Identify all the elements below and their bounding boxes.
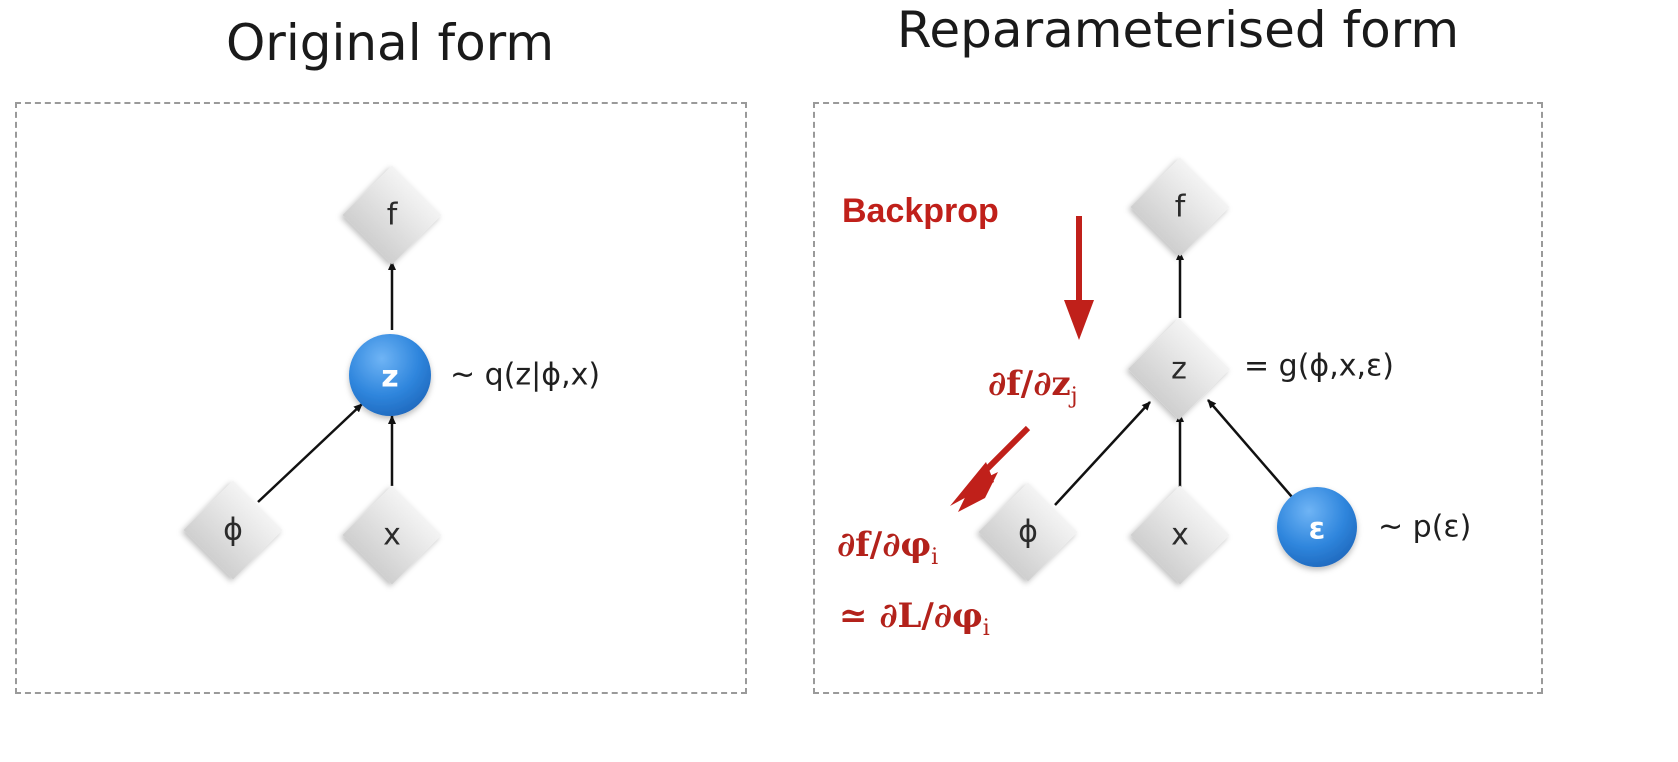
node-x-right-label: x xyxy=(1171,518,1189,553)
gradient-f-wrt-z-sub: j xyxy=(1068,384,1078,409)
edge-eps-to-z-right xyxy=(1207,399,1293,498)
gradient-f-wrt-phi: ∂f/∂φi xyxy=(837,525,938,570)
gradient-f-wrt-z: ∂f/∂zj xyxy=(988,364,1078,409)
node-z-right-label: z xyxy=(1171,352,1187,387)
node-x: x xyxy=(342,485,442,585)
gradient-f-wrt-z-main: ∂f/∂z xyxy=(988,364,1071,404)
z-deterministic-annotation: = g(ϕ,x,ε) xyxy=(1244,349,1394,384)
node-phi: ϕ xyxy=(183,480,283,580)
node-x-right: x xyxy=(1130,485,1230,585)
gradient-L-wrt-phi: ≃ ∂L/∂φi xyxy=(839,596,990,641)
node-z-label: z xyxy=(381,360,398,395)
node-f-right-label: f xyxy=(1175,190,1187,225)
right-panel-frame xyxy=(813,102,1543,694)
node-f: f xyxy=(342,165,442,265)
gradient-f-wrt-phi-sub: i xyxy=(931,545,938,570)
gradient-L-wrt-phi-main: ≃ ∂L/∂φ xyxy=(839,596,983,636)
node-eps-label: ε xyxy=(1309,512,1326,547)
node-phi-right-label: ϕ xyxy=(1018,515,1038,550)
node-eps: ε xyxy=(1277,487,1357,567)
backprop-label: Backprop xyxy=(842,192,999,230)
backprop-diagonal-arrow xyxy=(950,425,1031,512)
gradient-f-wrt-phi-main: ∂f/∂φ xyxy=(837,525,931,565)
node-z-right: z xyxy=(1128,318,1230,420)
node-f-label: f xyxy=(387,198,399,233)
gradient-L-wrt-phi-sub: i xyxy=(983,616,990,641)
backprop-down-arrow xyxy=(1064,216,1094,340)
edge-phi-to-z xyxy=(257,403,363,503)
node-z: z xyxy=(349,334,431,416)
eps-distribution-annotation: ~ p(ε) xyxy=(1378,510,1471,545)
edge-phi-to-z-right xyxy=(1054,401,1151,506)
right-panel-title: Reparameterised form xyxy=(896,1,1460,59)
left-panel-frame xyxy=(15,102,747,694)
node-f-right: f xyxy=(1130,157,1230,257)
node-phi-label: ϕ xyxy=(223,513,243,548)
z-distribution-annotation: ~ q(z|ϕ,x) xyxy=(450,358,600,393)
left-panel-title: Original form xyxy=(225,14,555,72)
node-x-label: x xyxy=(383,518,401,553)
